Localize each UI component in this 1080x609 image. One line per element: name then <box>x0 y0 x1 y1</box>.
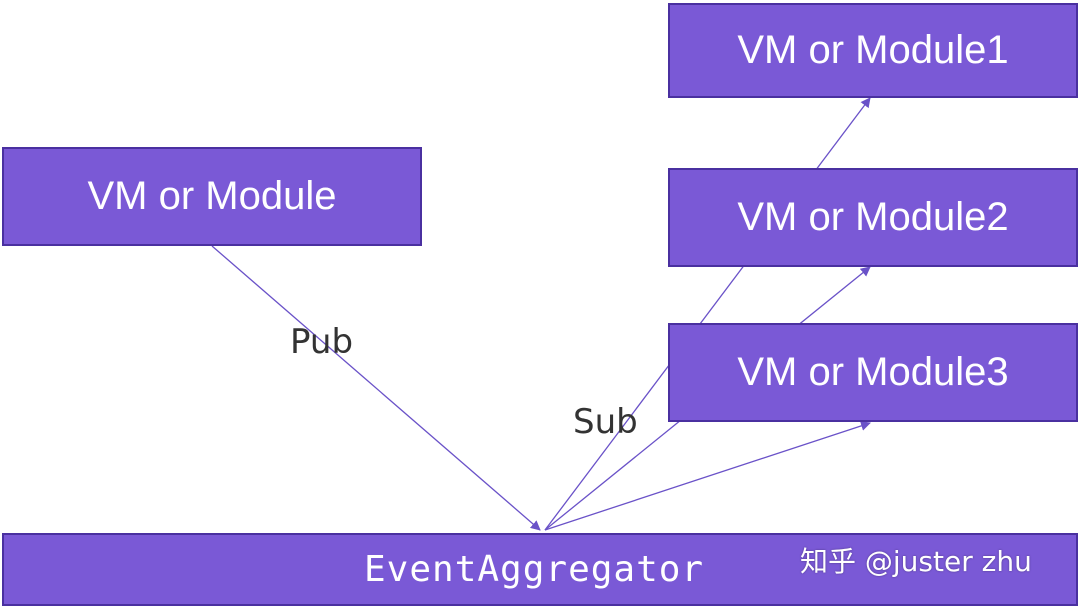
subscriber-module2-box: VM or Module2 <box>668 168 1078 267</box>
publisher-module-box: VM or Module <box>2 147 422 246</box>
event-aggregator-box: EventAggregator <box>2 533 1078 606</box>
subscriber-module3-label: VM or Module3 <box>737 350 1009 394</box>
sub-arrow-module1 <box>544 97 871 531</box>
subscriber-module3-box: VM or Module3 <box>668 323 1078 422</box>
publisher-module-label: VM or Module <box>87 174 337 218</box>
pub-arrow <box>211 245 541 531</box>
sub-label: Sub <box>573 402 638 442</box>
watermark: 知乎 @juster zhu <box>800 545 1032 578</box>
event-aggregator-label: EventAggregator <box>364 549 705 590</box>
subscriber-module1-label: VM or Module1 <box>737 28 1009 72</box>
pub-label: Pub <box>290 322 354 362</box>
subscriber-module1-box: VM or Module1 <box>668 3 1078 98</box>
sub-arrow-module3 <box>544 421 871 531</box>
subscriber-module2-label: VM or Module2 <box>737 195 1009 239</box>
